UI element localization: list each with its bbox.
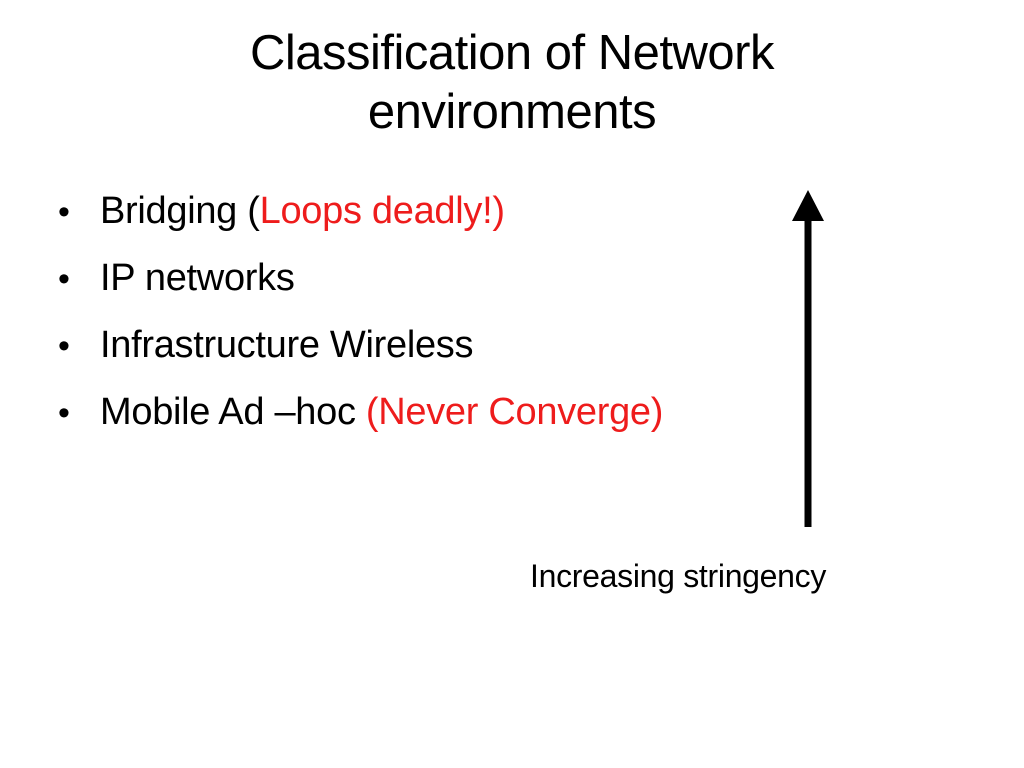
increasing-stringency-arrow xyxy=(788,190,828,530)
bullet-text: IP networks xyxy=(100,257,295,299)
bullet-highlight-text: (Never Converge) xyxy=(365,391,664,433)
bullet-item: • Mobile Ad –hoc (Never Converge) xyxy=(58,388,798,437)
arrow-head-icon xyxy=(792,190,824,221)
bullet-text: Mobile Ad –hoc xyxy=(100,391,366,433)
bullet-icon: • xyxy=(58,394,70,432)
bullet-item: • Bridging ( Loops deadly!) xyxy=(58,187,798,236)
bullet-text: Bridging ( xyxy=(100,190,260,232)
bullet-highlight-text: Loops deadly!) xyxy=(259,190,505,232)
bullet-list: • Bridging ( Loops deadly!) • IP network… xyxy=(58,187,798,455)
bullet-icon: • xyxy=(58,193,70,231)
slide-title: Classification of Network environments xyxy=(250,26,774,139)
bullet-item: • IP networks xyxy=(58,254,798,303)
bullet-text: Infrastructure Wireless xyxy=(100,324,474,366)
arrow-label: Increasing stringency xyxy=(530,558,827,594)
bullet-icon: • xyxy=(58,327,70,365)
bullet-item: • Infrastructure Wireless xyxy=(58,321,798,370)
arrow-shaft xyxy=(804,219,812,527)
up-arrow-icon xyxy=(792,190,824,527)
bullet-icon: • xyxy=(58,260,70,298)
